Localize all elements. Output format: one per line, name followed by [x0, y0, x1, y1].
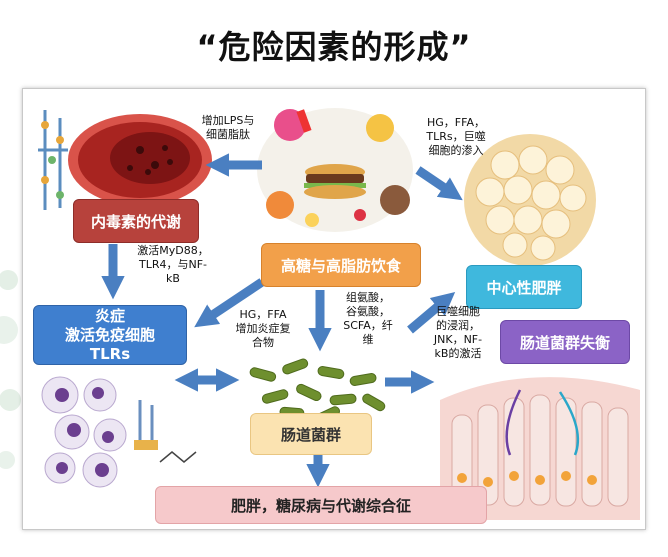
label-macrophage-jnk: 巨噬细胞的浸润，JNK，NF-kB的激活 — [433, 305, 483, 360]
gut-bacteria-image — [249, 358, 386, 423]
label-myd88: 激活MyD88，TLR4，与NF-kB — [137, 244, 209, 285]
arrow-diet-to-central-obesity — [407, 291, 456, 334]
label-hg-ffa-tlrs: HG，FFA，TLRs，巨噬细胞的渗入 — [426, 116, 486, 157]
inflammation-line-3: TLRs — [89, 344, 131, 363]
arrow-diet-to-inflammation — [194, 278, 265, 328]
high-sugar-fat-diet-box: 高糖与高脂肪饮食 — [261, 243, 421, 287]
junk-food-image — [257, 108, 413, 232]
intestinal-villi-image — [440, 377, 640, 520]
decorative-dots — [0, 270, 21, 469]
inflammation-line-1: 炎症 — [94, 306, 125, 325]
blood-vessel-image — [38, 110, 212, 210]
gut-flora-box: 肠道菌群 — [250, 413, 372, 455]
label-amino-scfa: 组氨酸，谷氨酸，SCFA，纤维 — [343, 291, 393, 346]
label-lps: 增加LPS与细菌脂肽 — [201, 114, 255, 141]
adipocytes-image — [464, 134, 596, 266]
central-obesity-box: 中心性肥胖 — [466, 265, 582, 309]
inflammation-line-2: 激活免疫细胞 — [64, 325, 155, 344]
inflammation-box: 炎症 激活免疫细胞 TLRs — [33, 305, 187, 365]
gut-dysbiosis-box: 肠道菌群失衡 — [500, 320, 630, 364]
arrow-diet-to-adipocytes — [415, 166, 463, 201]
endotoxin-metabolism-box: 内毒素的代谢 — [73, 199, 199, 243]
page-title: “危险因素的形成” — [196, 28, 472, 66]
immune-cells-image — [41, 376, 197, 488]
outcome-box: 肥胖，糖尿病与代谢综合征 — [155, 486, 487, 524]
